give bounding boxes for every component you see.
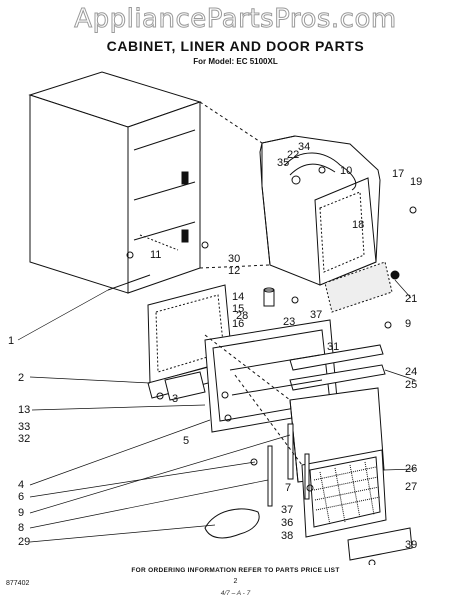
callout-25: 25: [405, 379, 417, 391]
callout-38: 38: [281, 530, 293, 542]
callout-36: 36: [281, 517, 293, 529]
exploded-parts-diagram: 1 2 3 4 5 6 7 8 9 9 10 11 12 13 14 15 16…: [8, 71, 422, 565]
heater-plate-drawing: [324, 261, 400, 313]
callout-23: 23: [283, 316, 295, 328]
callout-15: 15: [232, 303, 244, 315]
callout-5: 5: [183, 435, 189, 447]
callout-14: 14: [232, 291, 244, 303]
bottom-trim-drawing: [347, 527, 413, 561]
small-parts-drawing: [126, 206, 417, 565]
callout-17: 17: [392, 168, 404, 180]
callout-34: 34: [298, 141, 310, 153]
callout-21: 21: [405, 293, 417, 305]
callout-31: 31: [327, 341, 339, 353]
callout-7: 7: [285, 482, 291, 494]
callout-28: 28: [236, 310, 248, 322]
cabinet-drawing: [28, 71, 202, 294]
callout-12: 12: [228, 265, 240, 277]
callout-18: 18: [352, 219, 364, 231]
callout-33: 33: [18, 421, 30, 433]
page-number: 2: [233, 578, 238, 585]
callout-13: 13: [18, 404, 30, 416]
callout-22: 22: [287, 149, 299, 161]
liner-drawing: [259, 135, 381, 286]
callout-16: 16: [232, 318, 244, 330]
ordering-info-note: FOR ORDERING INFORMATION REFER TO PARTS …: [131, 567, 340, 574]
document-code: 877402: [6, 580, 30, 587]
watermark: AppliancePartsPros.com: [74, 4, 397, 35]
callout-leaders: [17, 279, 416, 543]
callout-11: 11: [150, 249, 161, 261]
callout-2: 2: [18, 372, 24, 384]
callout-19: 19: [410, 176, 422, 188]
callout-29: 29: [18, 536, 30, 548]
callout-1: 1: [8, 335, 14, 347]
callout-6: 6: [18, 491, 24, 503]
callout-37b: 37: [281, 504, 293, 516]
callout-35: 35: [277, 157, 289, 169]
callout-labels: 1 2 3 4 5 6 7 8 9 9 10 11 12 13 14 15 16…: [8, 141, 422, 551]
callout-9b: 9: [405, 318, 411, 330]
callout-26: 26: [405, 463, 417, 475]
leader-lines: [199, 101, 303, 466]
handwritten-note: 4/7 – A - 7: [220, 590, 251, 597]
kick-grille-drawing: [301, 449, 387, 538]
callout-4: 4: [18, 479, 24, 491]
callout-10: 10: [340, 165, 352, 177]
callout-37a: 37: [310, 309, 322, 321]
callout-8: 8: [18, 522, 24, 534]
handle-drawing: [204, 508, 260, 539]
callout-32: 32: [18, 433, 30, 445]
callout-39: 39: [405, 539, 417, 551]
model-subtitle: For Model: EC 5100XL: [193, 57, 278, 66]
callout-27: 27: [405, 481, 417, 493]
callout-30: 30: [228, 253, 240, 265]
callout-9a: 9: [18, 507, 24, 519]
callout-3: 3: [172, 393, 178, 405]
callout-24: 24: [405, 366, 417, 378]
diagram-title: CABINET, LINER AND DOOR PARTS: [106, 38, 365, 54]
